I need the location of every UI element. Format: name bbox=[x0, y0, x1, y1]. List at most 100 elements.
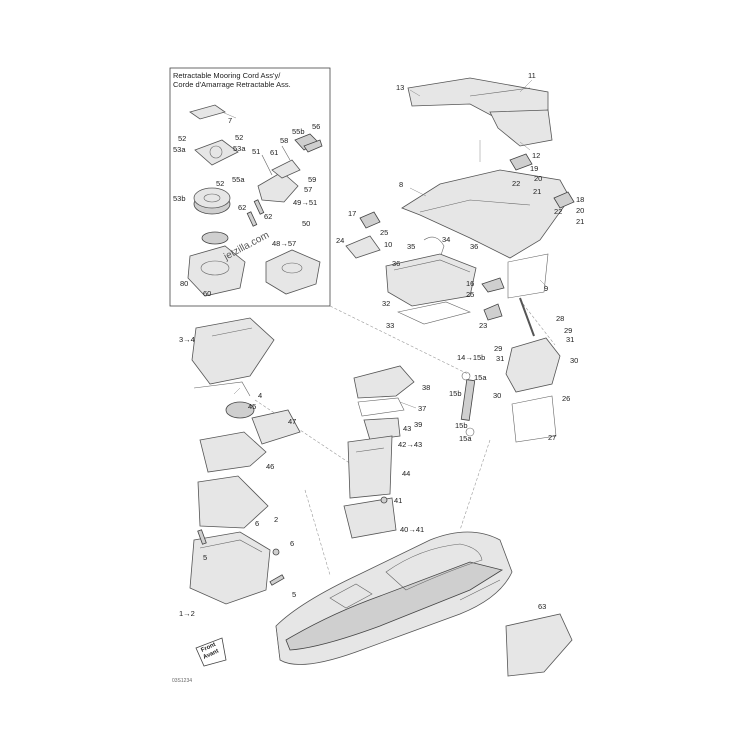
callout-14-15b: 14→15b bbox=[457, 353, 485, 362]
callout-63: 63 bbox=[538, 602, 546, 611]
callout-40-41: 40→41 bbox=[400, 525, 424, 534]
callout-12: 12 bbox=[532, 151, 540, 160]
cover-bag bbox=[505, 613, 573, 677]
callout-61: 61 bbox=[270, 148, 278, 157]
callout-6: 6 bbox=[255, 519, 259, 528]
callout-31: 31 bbox=[566, 335, 574, 344]
callout-6: 6 bbox=[290, 539, 294, 548]
callout-43: 43 bbox=[403, 424, 411, 433]
callout-21: 21 bbox=[576, 217, 584, 226]
callout-29: 29 bbox=[564, 326, 572, 335]
callout-1-2: 1→2 bbox=[179, 609, 195, 618]
callout-53b: 53b bbox=[173, 194, 186, 203]
callout-25: 25 bbox=[466, 290, 474, 299]
callout-22: 22 bbox=[512, 179, 520, 188]
front-arrow-label1: Front bbox=[200, 642, 216, 654]
callout-39: 39 bbox=[414, 420, 422, 429]
glovebox-group bbox=[460, 337, 561, 443]
callout-15a: 15a bbox=[474, 373, 487, 382]
callout-19: 19 bbox=[530, 164, 538, 173]
callout-25: 25 bbox=[380, 228, 388, 237]
callout-56: 56 bbox=[312, 122, 320, 131]
callout-50: 50 bbox=[302, 219, 310, 228]
callout-13: 13 bbox=[396, 83, 404, 92]
callout-37: 37 bbox=[418, 404, 426, 413]
callout-26: 26 bbox=[562, 394, 570, 403]
callout-4: 4 bbox=[258, 391, 262, 400]
callout-10: 10 bbox=[384, 240, 392, 249]
callout-48-57: 48→57 bbox=[272, 239, 296, 248]
callout-22: 22 bbox=[554, 207, 562, 216]
watercraft-hull bbox=[275, 531, 513, 665]
callout-3-4: 3→4 bbox=[179, 335, 195, 344]
callout-23: 23 bbox=[479, 321, 487, 330]
left-parts bbox=[189, 317, 301, 605]
callout-15b: 15b bbox=[455, 421, 468, 430]
callout-62: 62 bbox=[264, 212, 272, 221]
callout-labels: 7 52 52 53a 53a 52 53b 55a 55b 56 58 51 … bbox=[173, 71, 584, 618]
front-arrow: Front Avant bbox=[195, 637, 227, 667]
callout-8: 8 bbox=[399, 180, 403, 189]
callout-53a: 53a bbox=[173, 145, 186, 154]
center-parts bbox=[343, 365, 415, 539]
callout-15a: 15a bbox=[459, 434, 472, 443]
callout-53a: 53a bbox=[233, 144, 246, 153]
dashed-connectors bbox=[254, 299, 556, 576]
callout-17: 17 bbox=[348, 209, 356, 218]
callout-51: 51 bbox=[252, 147, 260, 156]
callout-5: 5 bbox=[292, 590, 296, 599]
callout-46: 46 bbox=[266, 462, 274, 471]
callout-52: 52 bbox=[235, 133, 243, 142]
callout-9: 9 bbox=[544, 284, 548, 293]
leader-lines bbox=[221, 79, 549, 409]
callout-24: 24 bbox=[336, 236, 344, 245]
callout-2: 2 bbox=[274, 515, 278, 524]
callout-30: 30 bbox=[570, 356, 578, 365]
callout-32: 32 bbox=[382, 299, 390, 308]
inset-title-line1: Retractable Mooring Cord Ass'y/ bbox=[173, 71, 281, 80]
callout-21: 21 bbox=[533, 187, 541, 196]
callout-62: 62 bbox=[238, 203, 246, 212]
callout-44: 44 bbox=[402, 469, 410, 478]
callout-55a: 55a bbox=[232, 175, 245, 184]
callout-16: 16 bbox=[466, 279, 474, 288]
callout-20: 20 bbox=[534, 174, 542, 183]
callout-5: 5 bbox=[203, 553, 207, 562]
callout-45: 45 bbox=[248, 402, 256, 411]
callout-57: 57 bbox=[304, 185, 312, 194]
callout-31: 31 bbox=[496, 354, 504, 363]
callout-60: 60 bbox=[203, 289, 211, 298]
callout-80: 80 bbox=[180, 279, 188, 288]
callout-38: 38 bbox=[422, 383, 430, 392]
watermark: jetzilla.com bbox=[221, 230, 271, 263]
callout-36: 36 bbox=[392, 259, 400, 268]
callout-41: 41 bbox=[394, 496, 402, 505]
callout-49-51: 49→51 bbox=[293, 198, 317, 207]
callout-52: 52 bbox=[216, 179, 224, 188]
callout-30: 30 bbox=[493, 391, 501, 400]
callout-29: 29 bbox=[494, 344, 502, 353]
callout-33: 33 bbox=[386, 321, 394, 330]
callout-58: 58 bbox=[280, 136, 288, 145]
callout-11: 11 bbox=[528, 71, 536, 80]
callout-59: 59 bbox=[308, 175, 316, 184]
inset-frame bbox=[169, 67, 331, 307]
inset-title-line2: Corde d'Amarrage Retractable Ass. bbox=[173, 80, 291, 89]
doc-code: 03S1234 bbox=[172, 678, 192, 684]
callout-7: 7 bbox=[228, 116, 232, 125]
callout-42-43: 42→43 bbox=[398, 440, 422, 449]
callout-47: 47 bbox=[288, 417, 296, 426]
callout-35: 35 bbox=[407, 242, 415, 251]
callout-34: 34 bbox=[442, 235, 450, 244]
callout-15b: 15b bbox=[449, 389, 462, 398]
callout-27: 27 bbox=[548, 433, 556, 442]
callout-20: 20 bbox=[576, 206, 584, 215]
inset-parts bbox=[187, 104, 323, 297]
callout-36: 36 bbox=[470, 242, 478, 251]
callout-52: 52 bbox=[178, 134, 186, 143]
callout-55b: 55b bbox=[292, 127, 305, 136]
hood-group bbox=[345, 77, 575, 337]
callout-18: 18 bbox=[576, 195, 584, 204]
callout-28: 28 bbox=[556, 314, 564, 323]
